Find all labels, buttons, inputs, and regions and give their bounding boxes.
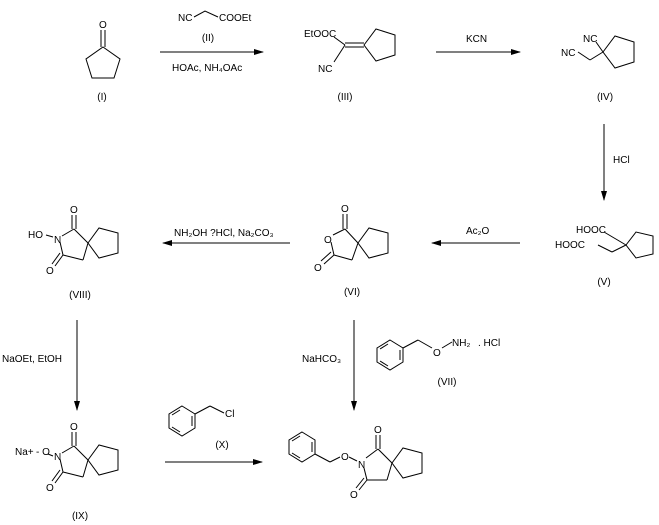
atom-n: N <box>54 452 61 463</box>
atom-o: O <box>314 263 322 274</box>
group-nc: NC <box>583 34 597 45</box>
compound-label: (V) <box>597 277 610 288</box>
compound-label: (II) <box>202 33 214 44</box>
compound-IV: NC NC (IV) <box>561 34 635 103</box>
atom-o: O <box>374 425 382 436</box>
group-ho: HO <box>28 230 43 241</box>
compound-VIII: O N HO O (VIII) <box>28 205 119 301</box>
atom-o: O <box>433 348 441 359</box>
reaction-conditions: NaHCO₃ <box>302 354 341 365</box>
compound-label: (VIII) <box>69 290 91 301</box>
atom-o: O <box>46 266 54 277</box>
atom-o: O <box>341 452 349 463</box>
compound-product: O N O O <box>288 425 423 501</box>
reaction-conditions: HOAc, NH₄OAc <box>172 63 242 74</box>
group-hooc: HOOC <box>555 240 585 251</box>
atom-o: O <box>324 235 332 246</box>
reaction-arrow-7: NaHCO₃ <box>302 320 357 411</box>
group-etooc: EtOOC <box>304 29 336 40</box>
reaction-arrow-1: NC COOEt (II) HOAc, NH₄OAc <box>160 10 264 74</box>
salt-hcl: . HCl <box>478 338 500 349</box>
group-hooc: HOOC <box>576 225 606 236</box>
reaction-conditions: KCN <box>466 34 487 45</box>
counterion-na: Na+ <box>15 447 34 458</box>
reaction-conditions: NaOEt, EtOH <box>2 354 62 365</box>
reaction-arrow-6: NaOEt, EtOH <box>2 320 80 411</box>
group-nc: NC <box>318 64 332 75</box>
atom-o-anion: - O <box>36 447 50 458</box>
group-nc: NC <box>561 48 575 59</box>
atom-n: N <box>54 235 61 246</box>
reagent-ii-cooet: COOEt <box>219 13 251 24</box>
atom-o: O <box>341 204 349 215</box>
reaction-conditions: HCl <box>613 155 630 166</box>
reaction-conditions: NH₂OH ?HCl, Na₂CO₃ <box>174 228 274 239</box>
atom-o: O <box>70 422 78 433</box>
compound-VI: O O O (VI) <box>314 204 389 298</box>
compound-X: Cl (X) <box>168 405 234 451</box>
group-nh2: NH₂ <box>452 338 470 349</box>
reaction-arrow-5: NH₂OH ?HCl, Na₂CO₃ <box>162 228 290 246</box>
atom-o: O <box>99 20 107 31</box>
atom-o: O <box>350 490 358 501</box>
compound-III: EtOOC NC (III) <box>304 28 396 103</box>
reagent-ii-nc: NC <box>178 13 192 24</box>
compound-I: O (I) <box>85 20 121 103</box>
compound-label: (IX) <box>72 511 88 522</box>
compound-label: (VI) <box>344 287 360 298</box>
atom-n: N <box>358 460 365 471</box>
compound-label: (I) <box>97 92 106 103</box>
reaction-arrow-2: KCN <box>436 34 521 55</box>
compound-label: (III) <box>338 92 353 103</box>
atom-cl: Cl <box>225 409 234 420</box>
reaction-arrow-4: Ac₂O <box>431 226 520 246</box>
reaction-conditions: Ac₂O <box>466 226 490 237</box>
compound-VII: O NH₂ . HCl (VII) <box>376 338 500 388</box>
atom-o: O <box>46 483 54 494</box>
atom-o: O <box>70 205 78 216</box>
compound-V: HOOC HOOC (V) <box>555 225 654 288</box>
compound-label: (X) <box>215 440 228 451</box>
reaction-arrow-3: HCl <box>601 124 630 201</box>
compound-label: (IV) <box>597 92 613 103</box>
compound-label: (VII) <box>438 377 457 388</box>
compound-IX: O N Na+ - O O (IX) <box>15 422 119 522</box>
